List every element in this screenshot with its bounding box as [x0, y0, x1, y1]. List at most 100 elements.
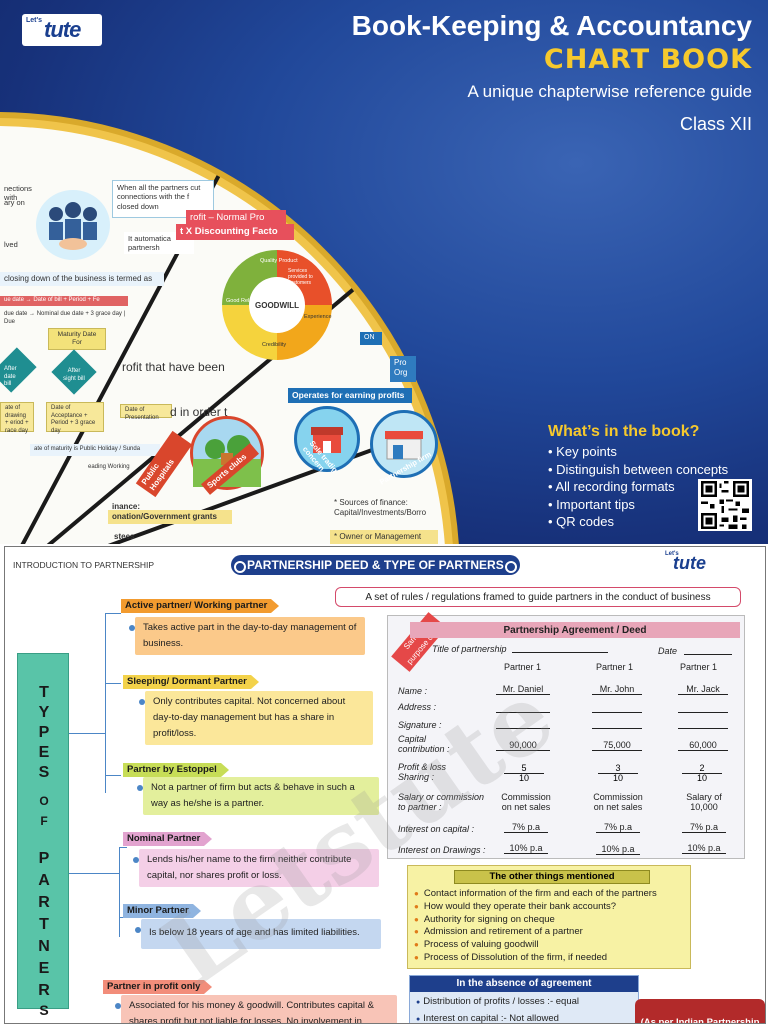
fan-text: stees — [114, 532, 135, 541]
tree-line — [105, 775, 121, 776]
capital-value: 75,000 — [592, 740, 642, 751]
partner-tag-sleeping: Sleeping/ Dormant Partner — [123, 675, 259, 689]
list-item: • Distinguish between concepts — [548, 461, 729, 477]
types-of-partners-bar: T Y P E S O F P A R T N E R S — [17, 653, 69, 1018]
goodwill-wheel: GOODWILL Quality Product Services provid… — [222, 250, 332, 360]
blank-line — [678, 728, 728, 729]
qr-code-icon[interactable] — [698, 479, 752, 531]
fan-text: ON — [360, 332, 382, 345]
salary-value: Commission on net sales — [501, 792, 551, 812]
tree-line — [119, 847, 127, 848]
list-item: • Important tips — [548, 496, 635, 512]
indian-partnership-act-tab: (As per Indian Partnership — [635, 999, 765, 1023]
capital-label: Capital contribution : — [398, 734, 450, 754]
fan-text: inance: — [112, 502, 141, 511]
column-header: Partner 1 — [504, 662, 542, 672]
fan-text: ue date → Date of bill + Period + Fe — [0, 296, 128, 306]
partner-tag-minor: Minor Partner — [123, 904, 201, 918]
partnership-chart-page: INTRODUCTION TO PARTNERSHIP PARTNERSHIP … — [4, 546, 766, 1024]
tree-line — [69, 733, 105, 734]
partner-tag-profit-only: Partner in profit only — [103, 980, 213, 994]
other-things-box: The other things mentioned Contact infor… — [407, 865, 691, 969]
tree-line — [105, 683, 121, 684]
goodwill-segment: Services provided to customers — [288, 268, 313, 286]
list-item: Contact information of the firm and each… — [414, 888, 657, 901]
signature-label: Signature : — [398, 720, 442, 730]
column-header: Partner 1 — [596, 662, 634, 672]
fan-text: eading Working — [88, 464, 130, 470]
capital-value: 90,000 — [496, 740, 550, 751]
salary-value: Commission on net sales — [593, 792, 643, 812]
address-label: Address : — [398, 702, 437, 712]
deed-heading: Partnership Agreement / Deed — [410, 622, 740, 638]
interest-drawings-value: 10% p.a — [682, 843, 726, 854]
interest-drawings-label: Interest on Drawings : — [398, 845, 486, 855]
list-item: Distribution of profits / losses :- equa… — [416, 996, 579, 1007]
interest-capital-label: Interest on capital : — [398, 824, 475, 834]
shop-icon — [294, 406, 360, 472]
deed-definition: A set of rules / regulations framed to g… — [335, 587, 741, 607]
partnership-deed-form: Sample purpose only Partnership Agreemen… — [387, 612, 745, 859]
date-underline — [684, 654, 732, 655]
whats-in-book-list: • Key points • Distinguish between conce… — [548, 443, 728, 531]
partner-tag-estoppel: Partner by Estoppel — [123, 763, 229, 777]
tree-line — [105, 613, 121, 614]
fan-text: * Sources of finance: Capital/Investment… — [334, 498, 427, 517]
goodwill-segment: Good Relation — [226, 298, 262, 304]
list-item: How would they operate their bank accoun… — [414, 901, 657, 914]
partner-tag-active: Active partner/ Working partner — [121, 599, 280, 613]
fan-text: ary on — [4, 198, 25, 207]
fan-text: Operates for earning profits — [288, 388, 412, 403]
other-things-heading: The other things mentioned — [454, 870, 650, 884]
goodwill-center: GOODWILL — [249, 277, 305, 333]
interest-capital-value: 7% p.a — [682, 822, 726, 833]
interest-drawings-value: 10% p.a — [596, 844, 640, 855]
capital-value: 60,000 — [678, 740, 728, 751]
tree-line — [69, 873, 119, 874]
letstute-logo[interactable]: Let's tute — [22, 14, 102, 46]
cover-banner: Let's tute Book-Keeping & Accountancy CH… — [0, 0, 768, 544]
column-header: Partner 1 — [680, 662, 718, 672]
absence-of-agreement-box: In the absence of agreement Distribution… — [409, 975, 639, 1023]
partner-name: Mr. Jack — [678, 684, 728, 695]
blank-line — [496, 712, 550, 713]
tree-line — [119, 847, 120, 937]
letstute-logo[interactable]: Let's tute — [665, 551, 706, 573]
partner-desc-minor: Is below 18 years of age and has limited… — [135, 919, 381, 949]
handshake-icon — [36, 190, 110, 260]
fan-text: Date of Acceptance + Period + 3 grace da… — [46, 402, 104, 434]
partner-desc-estoppel: Not a partner of firm but acts & behave … — [137, 777, 379, 815]
book-tagline: A unique chapterwise reference guide — [467, 82, 752, 101]
breadcrumb: INTRODUCTION TO PARTNERSHIP — [13, 560, 155, 570]
whats-in-book-heading: What’s in the book? — [548, 423, 700, 440]
other-things-list: Contact information of the firm and each… — [414, 888, 657, 965]
goodwill-segment: Quality Product — [260, 258, 298, 264]
fan-text: After sight bill — [63, 368, 85, 382]
list-item: • Key points — [548, 444, 617, 459]
goodwill-segment: Experience — [304, 314, 332, 320]
list-item: Interest on capital :- Not allowed — [416, 1013, 559, 1023]
class-label: Class XII — [679, 114, 752, 134]
list-item: Process of Dissolution of the firm, if n… — [414, 952, 657, 965]
list-item: Admission and retirement of a partner — [414, 926, 657, 939]
fan-text: ate of drawing + eriod + race day — [0, 402, 34, 434]
page-title: PARTNERSHIP DEED & TYPE OF PARTNERS — [231, 555, 520, 575]
fan-text: d in order t — [170, 405, 228, 419]
partner-name: Mr. John — [592, 684, 642, 695]
list-item: • QR codes — [548, 514, 614, 529]
fan-text: Pro Org — [390, 356, 416, 382]
store-icon — [370, 410, 438, 478]
fan-text: Maturity Date For — [48, 328, 106, 351]
fan-text: lved — [4, 240, 18, 249]
interest-capital-value: 7% p.a — [596, 822, 640, 833]
title-of-partnership-label: Title of partnership — [432, 644, 507, 654]
book-title: Book-Keeping & Accountancy — [351, 10, 752, 41]
interest-drawings-value: 10% p.a — [504, 843, 548, 854]
fan-text: ate of maturity is Public Holiday / Sund… — [30, 444, 160, 456]
fan-text: due date → Nominal due date + 3 grace da… — [4, 311, 126, 325]
fan-text: rofit – Normal Pro — [186, 210, 286, 226]
name-label: Name : — [398, 686, 428, 696]
